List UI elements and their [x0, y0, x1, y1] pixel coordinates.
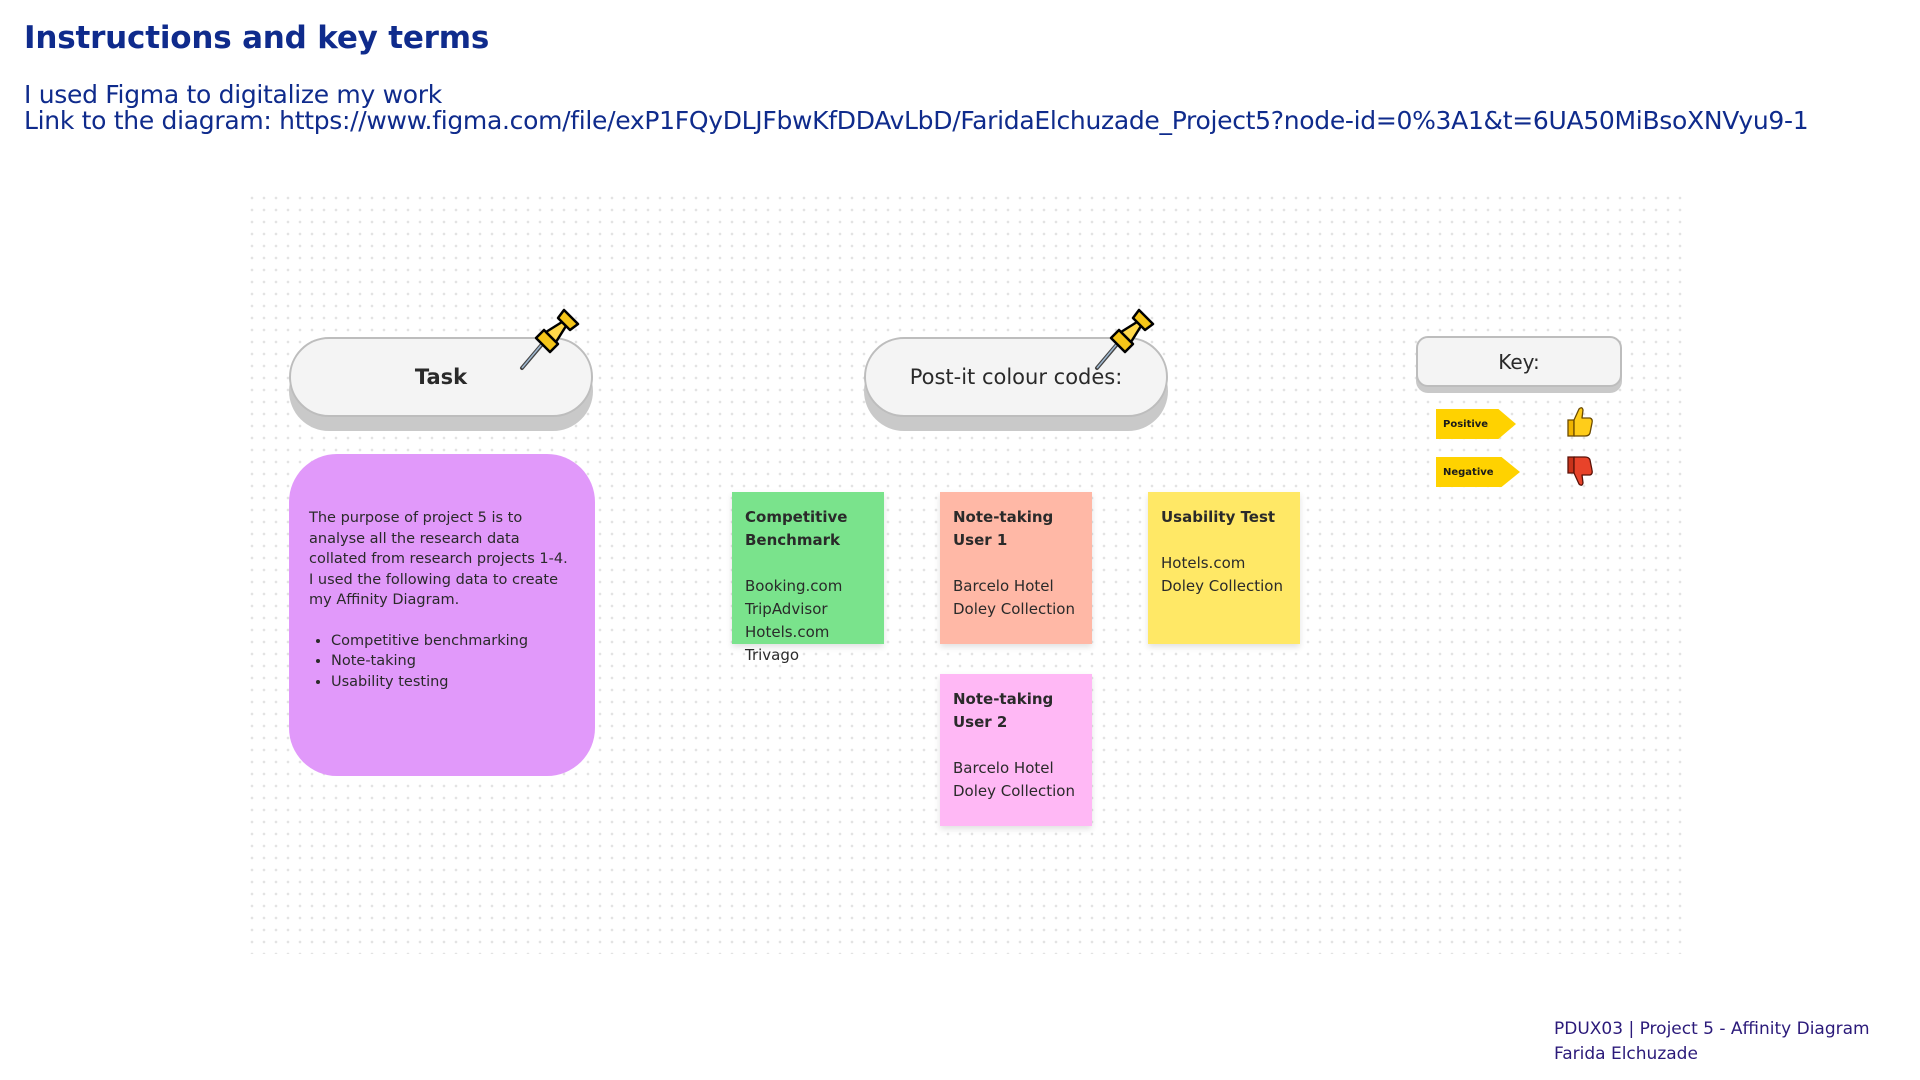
note-item: Barcelo Hotel	[953, 577, 1054, 595]
note-title: Competitive	[745, 508, 848, 526]
negative-tag: Negative	[1436, 457, 1520, 487]
figma-canvas: Task Post-it colour codes: Key: The purp…	[246, 192, 1690, 954]
pushpin-icon	[1095, 308, 1155, 370]
note-title: User 1	[953, 531, 1008, 549]
slide-footer: PDUX03 | Project 5 - Affinity Diagram Fa…	[1554, 1017, 1870, 1067]
note-item: Doley Collection	[953, 600, 1075, 618]
note-title: User 2	[953, 713, 1008, 731]
page-title: Instructions and key terms	[24, 20, 490, 56]
note-item: Booking.com	[745, 577, 843, 595]
footer-author: Farida Elchuzade	[1554, 1044, 1698, 1064]
note-title: Note-taking	[953, 508, 1054, 526]
intro-line-link[interactable]: Link to the diagram: https://www.figma.c…	[24, 106, 1809, 135]
colour-codes-pill: Post-it colour codes:	[864, 337, 1168, 417]
thumbs-down-icon	[1567, 456, 1593, 486]
key-pill: Key:	[1416, 336, 1622, 387]
note-item: Hotels.com	[1161, 554, 1246, 572]
list-item: Usability testing	[331, 672, 573, 693]
note-title: Benchmark	[745, 531, 840, 549]
positive-tag: Positive	[1436, 409, 1516, 439]
sticky-note-usability-test[interactable]: Usability Test Hotels.com Doley Collecti…	[1148, 492, 1300, 644]
pushpin-icon	[520, 308, 580, 370]
key-pill-label: Key:	[1498, 349, 1540, 374]
sticky-note-note-taking-user-2[interactable]: Note-taking User 2 Barcelo Hotel Doley C…	[940, 674, 1092, 826]
sticky-note-competitive-benchmark[interactable]: Competitive Benchmark Booking.com TripAd…	[732, 492, 884, 664]
note-item: TripAdvisor	[745, 600, 828, 618]
note-title: Note-taking	[953, 690, 1054, 708]
note-title: Usability Test	[1161, 508, 1276, 526]
list-item: Note-taking	[331, 651, 573, 672]
positive-tag-label: Positive	[1443, 418, 1489, 430]
task-bullet-list: Competitive benchmarking Note-taking Usa…	[309, 631, 573, 693]
intro-line-figma: I used Figma to digitalize my work	[24, 80, 442, 109]
note-item: Doley Collection	[953, 782, 1075, 800]
footer-course: PDUX03 | Project 5 - Affinity Diagram	[1554, 1019, 1870, 1039]
note-item: Hotels.com	[745, 623, 830, 641]
colour-codes-pill-label: Post-it colour codes:	[909, 365, 1123, 389]
negative-tag-label: Negative	[1443, 466, 1494, 478]
thumbs-up-icon	[1567, 407, 1593, 437]
sticky-note-note-taking-user-1[interactable]: Note-taking User 1 Barcelo Hotel Doley C…	[940, 492, 1092, 644]
note-item: Barcelo Hotel	[953, 759, 1054, 777]
intro-text: I used Figma to digitalize my work Link …	[24, 80, 1809, 135]
note-item: Doley Collection	[1161, 577, 1283, 595]
task-pill-label: Task	[414, 365, 468, 389]
task-description: The purpose of project 5 is to analyse a…	[309, 510, 568, 608]
task-pill: Task	[289, 337, 593, 417]
note-item: Trivago	[745, 646, 800, 664]
list-item: Competitive benchmarking	[331, 631, 573, 652]
task-description-card: The purpose of project 5 is to analyse a…	[289, 454, 595, 776]
